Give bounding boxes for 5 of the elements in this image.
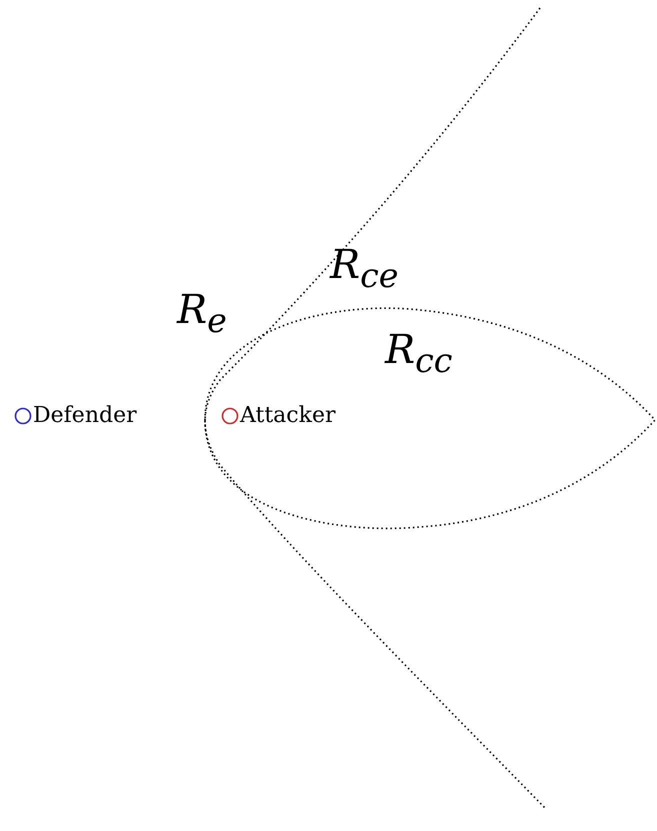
region-label: R$_{ce}$	[330, 245, 399, 292]
defender-label: Defender	[33, 405, 137, 427]
attacker-label: Attacker	[240, 405, 336, 427]
region-label: R$_{cc}$	[385, 330, 452, 378]
region-label: R$_{e}$	[177, 290, 227, 338]
